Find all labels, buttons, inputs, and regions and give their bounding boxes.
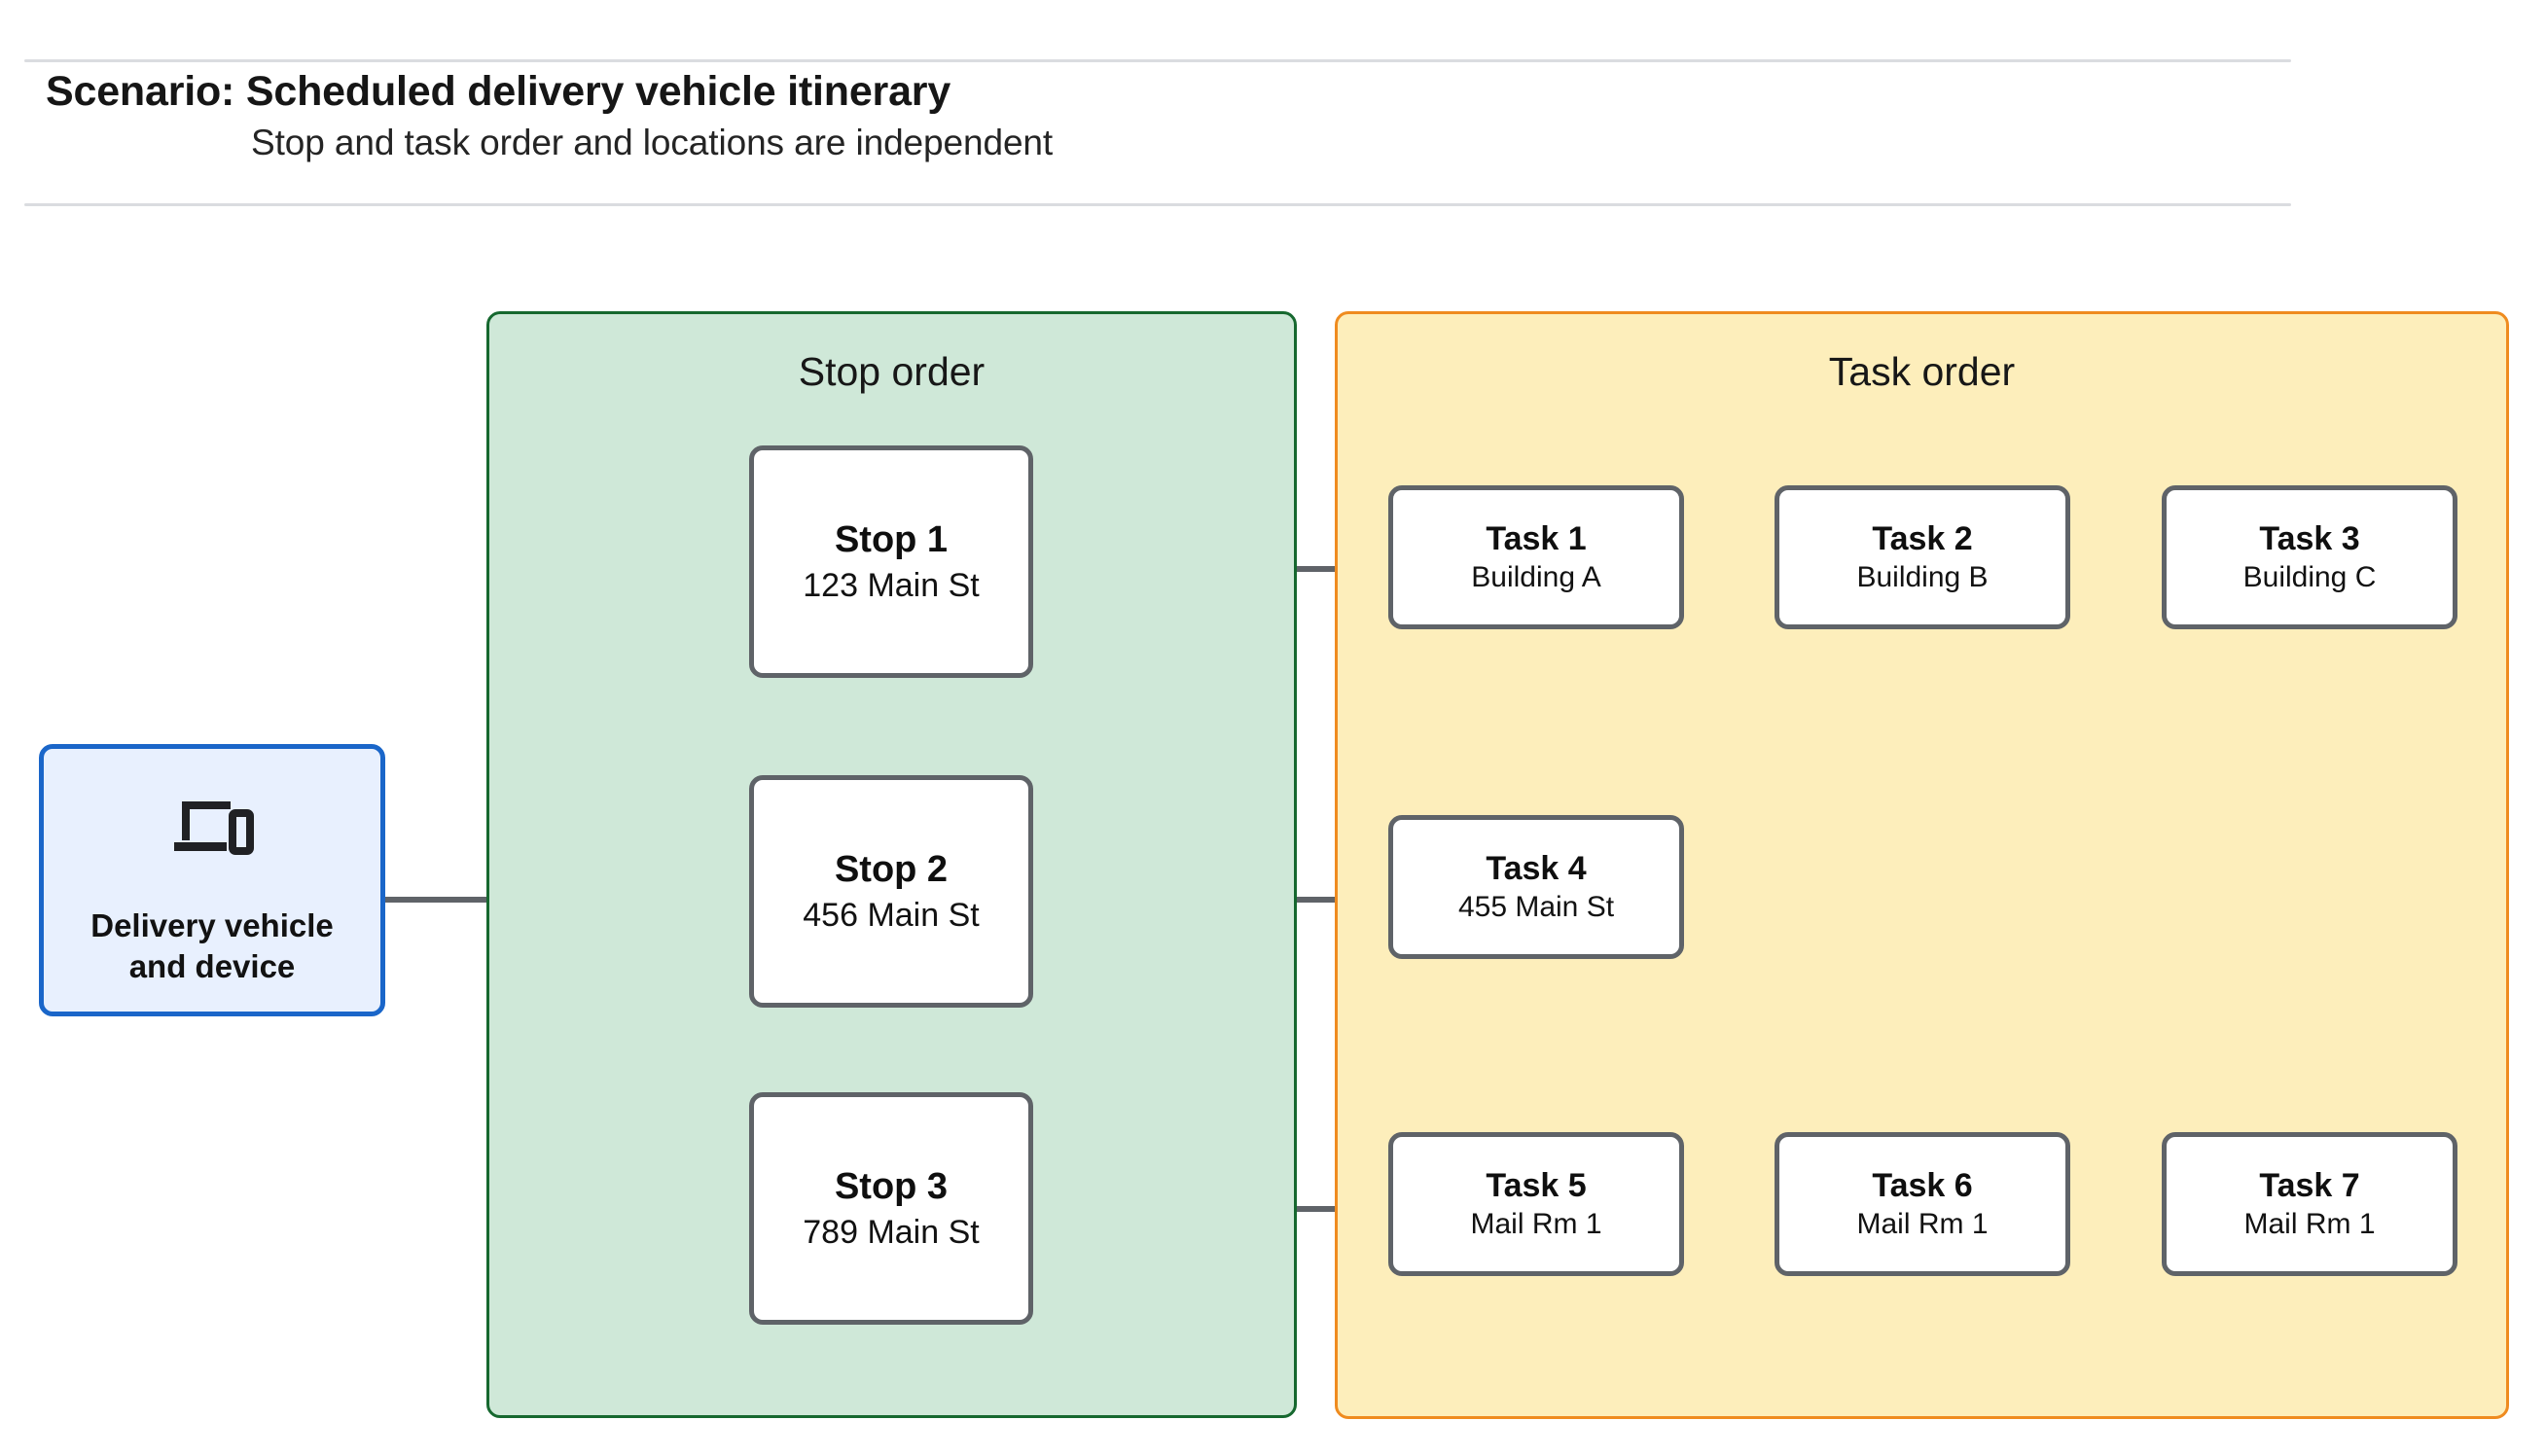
stop-node-2-location: 456 Main St (803, 896, 980, 934)
task-node-6[interactable]: Task 6 Mail Rm 1 (1775, 1132, 2070, 1276)
task-node-4[interactable]: Task 4 455 Main St (1388, 815, 1684, 959)
task-node-1-title: Task 1 (1486, 520, 1587, 558)
stop-node-3[interactable]: Stop 3 789 Main St (749, 1092, 1033, 1325)
task-node-6-location: Mail Rm 1 (1856, 1208, 1989, 1241)
task-node-5-title: Task 5 (1486, 1167, 1587, 1205)
task-node-7[interactable]: Task 7 Mail Rm 1 (2162, 1132, 2457, 1276)
delivery-vehicle-label: Delivery vehicle and device (90, 906, 334, 987)
task-node-7-location: Mail Rm 1 (2243, 1208, 2376, 1241)
task-node-1-location: Building A (1471, 561, 1601, 594)
task-node-5-location: Mail Rm 1 (1470, 1208, 1602, 1241)
stop-node-1[interactable]: Stop 1 123 Main St (749, 445, 1033, 678)
header-rule-bottom (24, 203, 2291, 206)
laptop-and-phone-icon (170, 798, 254, 863)
group-title-task-order: Task order (1828, 349, 2016, 394)
task-node-6-title: Task 6 (1872, 1167, 1973, 1205)
task-node-4-title: Task 4 (1486, 850, 1587, 888)
stop-node-3-location: 789 Main St (803, 1213, 980, 1251)
group-title-stop-order: Stop order (798, 349, 986, 394)
task-node-2[interactable]: Task 2 Building B (1775, 485, 2070, 629)
task-node-3[interactable]: Task 3 Building C (2162, 485, 2457, 629)
task-node-7-title: Task 7 (2259, 1167, 2360, 1205)
delivery-vehicle-and-device-card[interactable]: Delivery vehicle and device (39, 744, 385, 1016)
task-node-5[interactable]: Task 5 Mail Rm 1 (1388, 1132, 1684, 1276)
task-node-3-title: Task 3 (2259, 520, 2360, 558)
delivery-vehicle-label-line1: Delivery vehicle (90, 907, 334, 943)
delivery-vehicle-label-line2: and device (128, 948, 296, 985)
task-node-2-title: Task 2 (1872, 520, 1973, 558)
stop-node-1-location: 123 Main St (803, 566, 980, 604)
page-subtitle: Stop and task order and locations are in… (251, 123, 1054, 162)
task-node-1[interactable]: Task 1 Building A (1388, 485, 1684, 629)
page-title: Scenario: Scheduled delivery vehicle iti… (46, 68, 951, 115)
stop-node-1-title: Stop 1 (834, 519, 949, 561)
stop-node-3-title: Stop 3 (834, 1166, 949, 1208)
task-node-2-location: Building B (1856, 561, 1989, 594)
task-node-3-location: Building C (2242, 561, 2377, 594)
stop-node-2-title: Stop 2 (834, 849, 949, 891)
stop-node-2[interactable]: Stop 2 456 Main St (749, 775, 1033, 1008)
task-node-4-location: 455 Main St (1457, 891, 1615, 924)
header-rule-top (24, 59, 2291, 62)
